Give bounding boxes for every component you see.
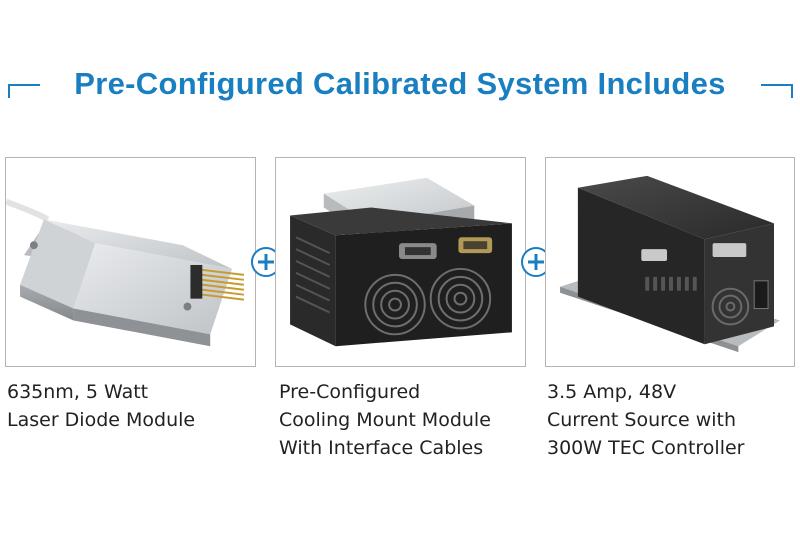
caption-line: With Interface Cables xyxy=(279,437,484,459)
current-source-caption: 3.5 Amp, 48V Current Source with 300W TE… xyxy=(547,378,744,462)
laser-diode-module-image xyxy=(5,157,256,367)
caption-line: Cooling Mount Module xyxy=(279,409,491,431)
laser-diode-caption: 635nm, 5 Watt Laser Diode Module xyxy=(7,378,195,434)
section-header: Pre-Configured Calibrated System Include… xyxy=(0,62,800,112)
caption-line: 635nm, 5 Watt xyxy=(7,381,149,403)
current-source-tec-controller-image xyxy=(545,157,795,367)
left-bracket-decoration xyxy=(8,84,40,98)
cooling-mount-caption: Pre-Configured Cooling Mount Module With… xyxy=(279,378,491,462)
page-title: Pre-Configured Calibrated System Include… xyxy=(74,66,726,101)
cooling-mount-module-image xyxy=(275,157,526,367)
caption-line: 300W TEC Controller xyxy=(547,437,745,459)
right-bracket-decoration xyxy=(761,84,793,98)
caption-line: Current Source with xyxy=(547,409,737,431)
caption-line: Pre-Configured xyxy=(279,381,421,403)
caption-line: 3.5 Amp, 48V xyxy=(547,381,677,403)
caption-line: Laser Diode Module xyxy=(7,409,196,431)
